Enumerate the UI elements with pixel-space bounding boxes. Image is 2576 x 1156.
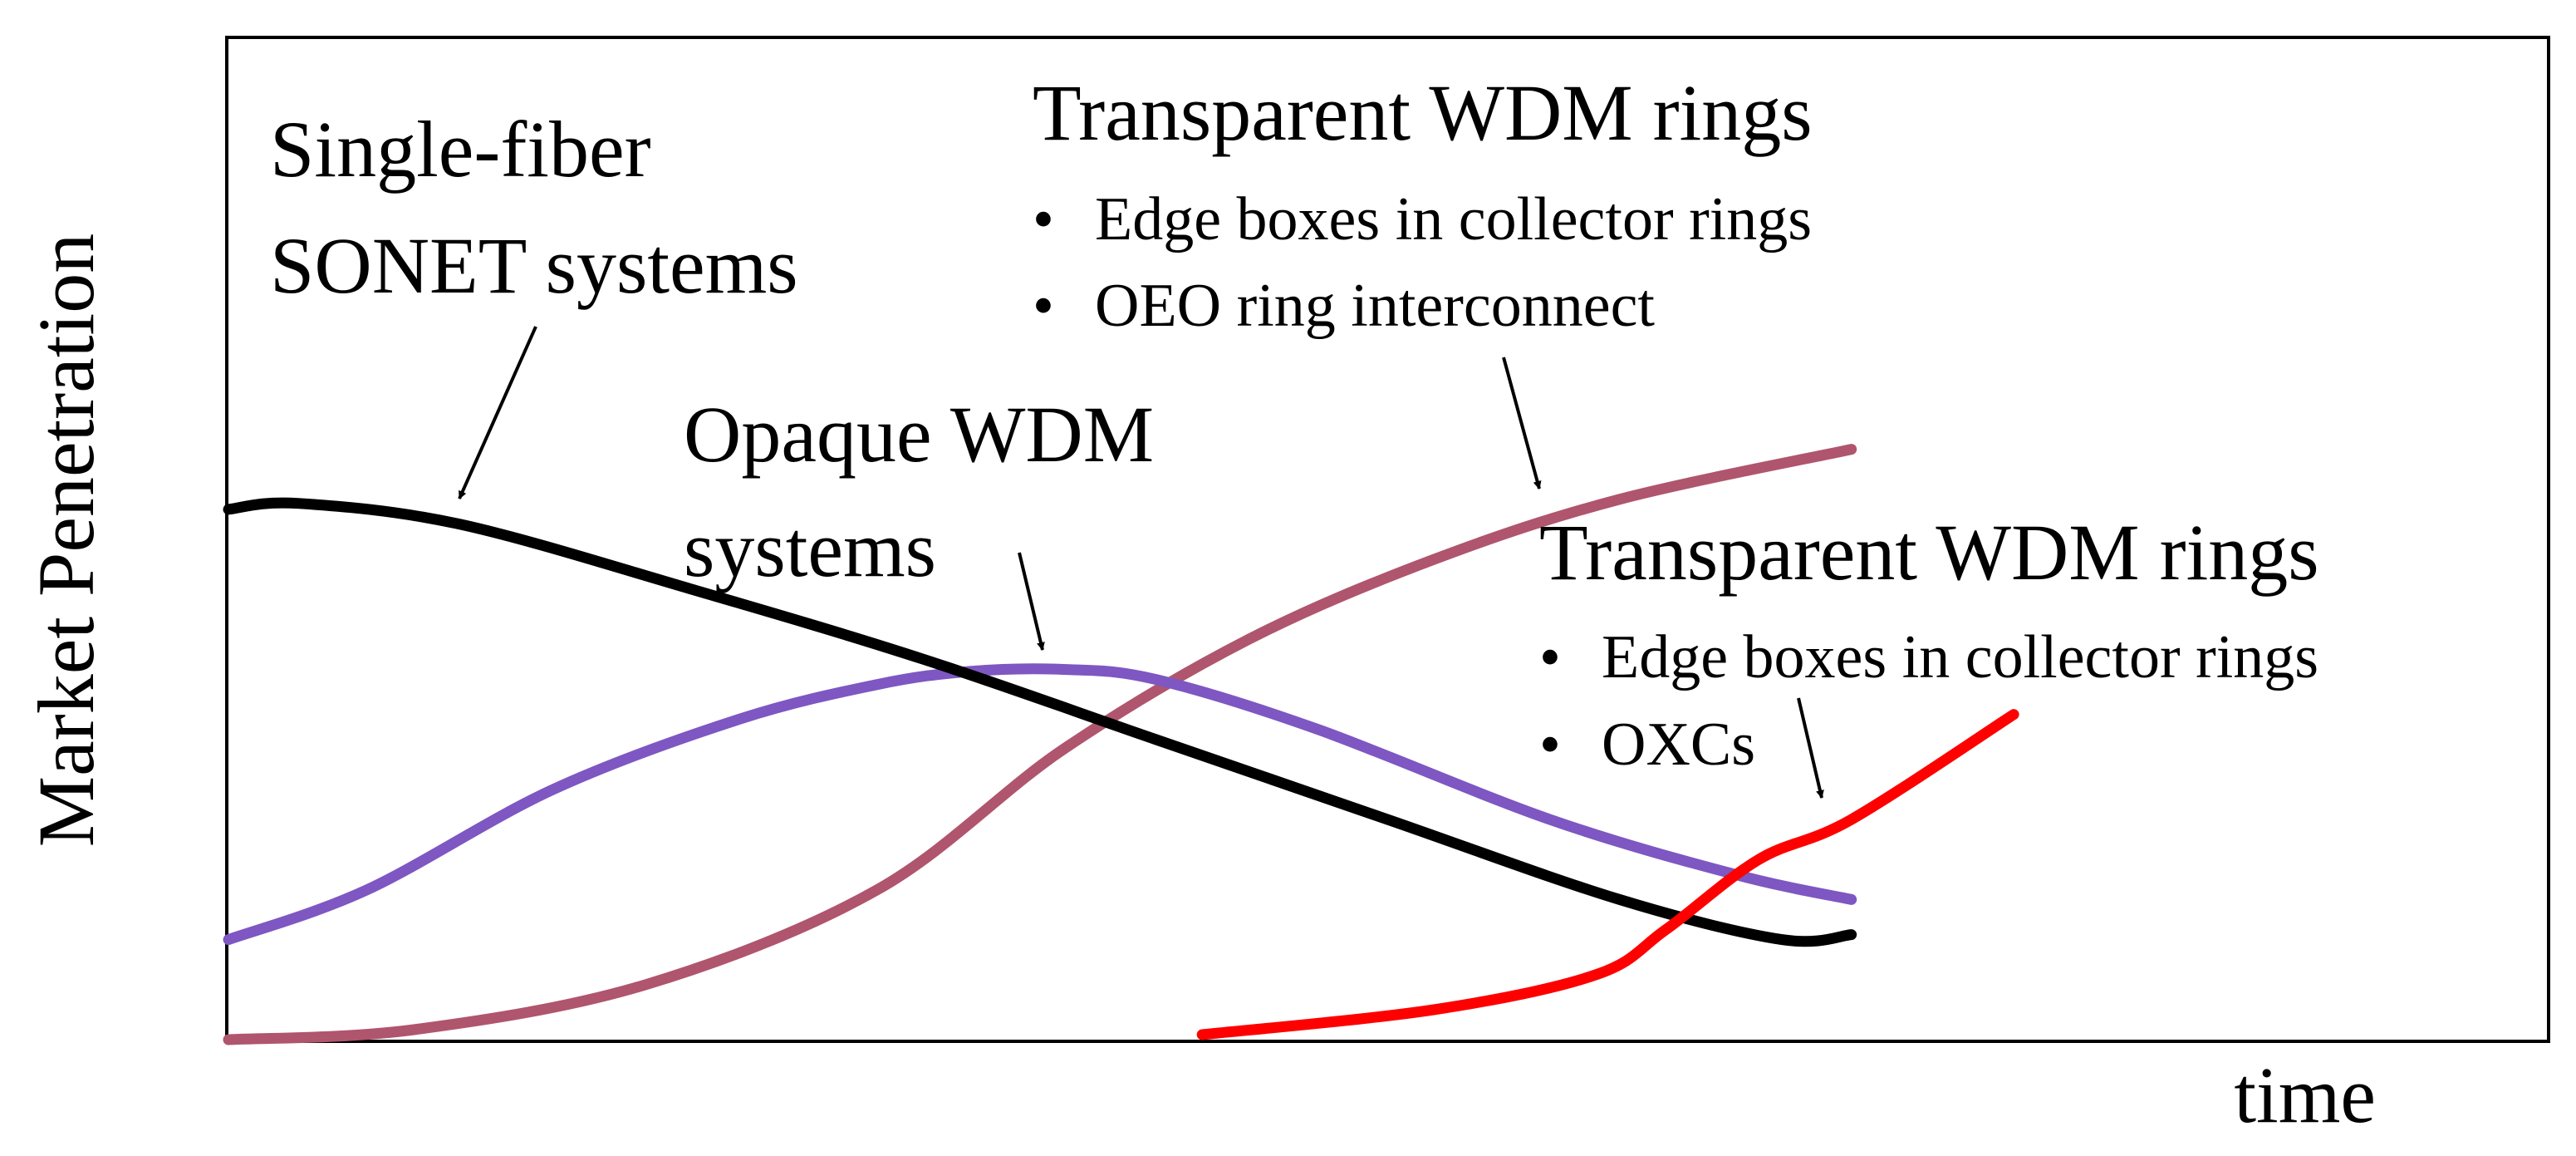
annotation-opaque-line-1: Opaque WDM [684, 390, 1154, 479]
arrow-transparent-oxc [1797, 697, 1824, 799]
arrow-opaque [1018, 552, 1045, 651]
arrow-transparent-oeo [1502, 357, 1542, 489]
annotation-transparent-oeo: Transparent WDM rings • Edge boxes in co… [1033, 68, 1813, 340]
annotation-sonet-line-2: SONET systems [270, 221, 798, 310]
annotation-transparent-oxc: Transparent WDM rings • Edge boxes in co… [1539, 508, 2319, 779]
series-line-opaque-wdm [223, 663, 1857, 946]
bullet-glyph: • [1033, 185, 1054, 253]
series-line-transparent-oxc [1196, 709, 2019, 1040]
annotation-transparent-oxc-bullet-1: Edge boxes in collector rings [1602, 623, 2318, 691]
annotation-transparent-oeo-bullet-2: OEO ring interconnect [1095, 272, 1655, 340]
annotation-sonet-line-1: Single-fiber [270, 105, 651, 194]
annotation-arrows [458, 326, 1824, 799]
annotation-sonet: Single-fiber SONET systems [270, 105, 798, 310]
plot-frame [225, 36, 2550, 1043]
annotation-opaque-line-2: systems [684, 504, 936, 593]
series-line-sonet [223, 497, 1857, 947]
y-axis-label: Market Penetration [22, 234, 110, 847]
bullet-glyph: • [1033, 272, 1054, 340]
series-line-transparent-oeo [223, 444, 1857, 1045]
bullet-glyph: • [1539, 711, 1561, 779]
annotation-transparent-oxc-title: Transparent WDM rings [1539, 508, 2319, 597]
annotation-opaque: Opaque WDM systems [684, 390, 1154, 593]
annotation-transparent-oeo-bullet-1: Edge boxes in collector rings [1095, 185, 1812, 253]
bullet-glyph: • [1539, 623, 1561, 691]
annotation-transparent-oeo-title: Transparent WDM rings [1033, 68, 1813, 157]
arrow-sonet [458, 326, 537, 499]
annotation-transparent-oxc-bullet-2: OXCs [1602, 711, 1755, 779]
series-group [223, 444, 2019, 1045]
x-axis-label: time [2234, 1050, 2376, 1139]
